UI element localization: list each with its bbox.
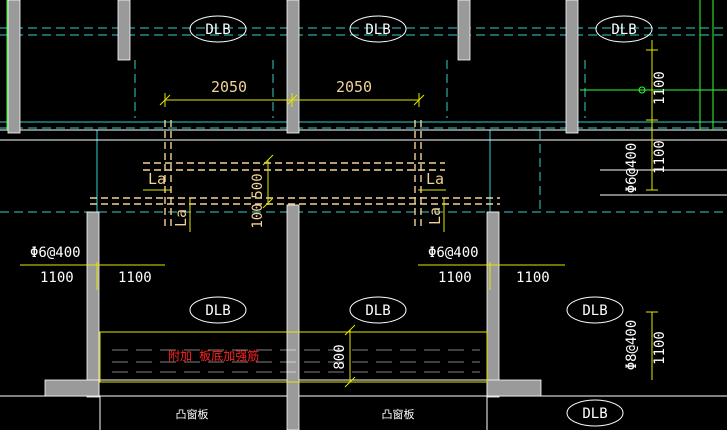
rebar-spec-left: Φ6@400: [30, 245, 81, 261]
added-rebar: [90, 120, 500, 228]
slab-strip-hatch: [112, 349, 480, 373]
anchor-length-label: La: [172, 209, 190, 227]
slab-label: DLB: [365, 22, 390, 38]
rebar-spec-middle: Φ6@400: [428, 245, 479, 261]
slab-label: DLB: [611, 22, 636, 38]
rebar-length: 1100: [40, 270, 74, 286]
rebar-length: 1100: [438, 270, 472, 286]
rebar-length: 1100: [652, 140, 668, 174]
slab-label: DLB: [582, 406, 607, 422]
rebar-spec-right-upper: Φ6@400: [624, 143, 640, 194]
anchor-length-label: La: [148, 170, 166, 188]
slab-label-ellipses: [189, 15, 653, 427]
dimension-100: 100: [250, 203, 266, 228]
walls: [7, 0, 579, 430]
rebar-spec-right-lower: Φ8@400: [624, 320, 640, 371]
rebar-length: 1100: [652, 71, 668, 105]
green-lines: [6, 0, 727, 130]
anchor-length-label: La: [426, 170, 444, 188]
rebar-length: 1100: [118, 270, 152, 286]
span-dimension-right: 2050: [336, 78, 372, 96]
span-dimension-left: 2050: [211, 78, 247, 96]
slab-label: DLB: [582, 303, 607, 319]
bay-window-note-right: 凸窗板: [382, 407, 415, 421]
dimension-500: 500: [250, 173, 266, 198]
bay-window-note-left: 凸窗板: [176, 407, 209, 421]
edge-lines: [0, 129, 727, 430]
slab-label: DLB: [365, 303, 390, 319]
red-note: 附加 板底加强筋: [168, 348, 259, 363]
slab-label: DLB: [205, 303, 230, 319]
slab-label: DLB: [205, 22, 230, 38]
rebar-length: 1100: [516, 270, 550, 286]
axis-lines: [0, 27, 727, 215]
anchor-length-label: La: [426, 207, 444, 225]
rebar-length: 1100: [652, 331, 668, 365]
dimension-lines: [20, 40, 658, 388]
dimension-800: 800: [332, 344, 348, 369]
